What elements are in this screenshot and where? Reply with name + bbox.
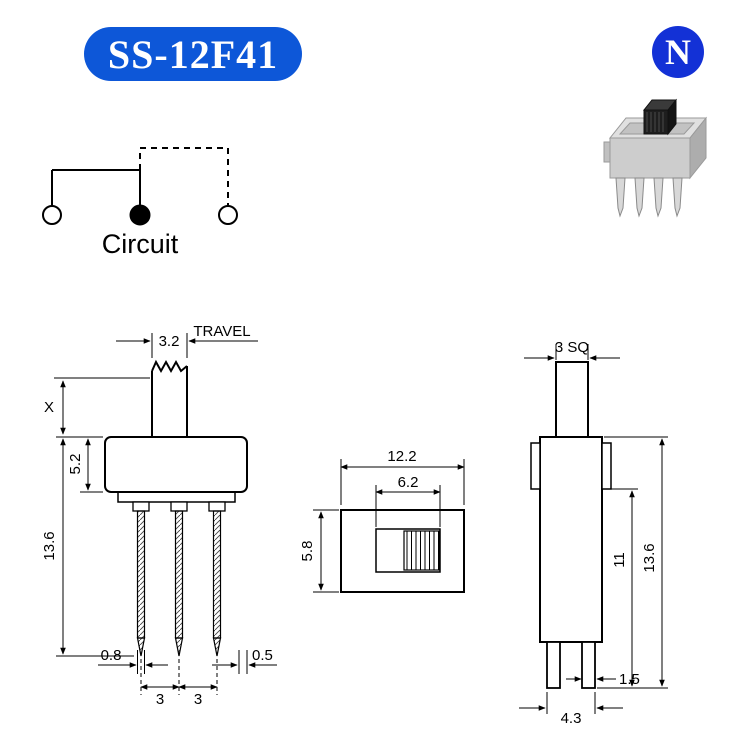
dim-actuator-size: 3 SQ [555,339,589,356]
product-photo [603,98,708,218]
front-view-outline [104,359,248,503]
actuator-break-line [151,359,188,374]
dim-leg-width: 1.5 [619,671,640,688]
pin-1 [136,510,146,639]
leg-left [546,641,561,689]
dim-slot-length: 6.2 [398,474,419,491]
pin-3 [212,510,222,639]
top-view: 12.2 6.2 5.8 [299,448,465,593]
mount-clip-right [601,442,612,490]
dim-mount-height: 11 [611,552,628,568]
brand-logo-letter: N [665,32,691,72]
model-badge: SS-12F41 [84,27,302,81]
side-view-dimensions [519,344,668,714]
switch-body-front [104,436,248,493]
dim-pin-pitch-1: 3 [156,691,164,708]
top-view-outline [340,509,465,593]
front-view-dimension-labels: 3.2 TRAVEL X 5.2 13.6 0.8 3 3 0.5 [41,323,273,708]
circuit-terminal-common [129,204,151,226]
side-view: 3 SQ 11 13.6 4.3 1.5 [519,339,668,727]
dim-length: 12.2 [387,448,416,465]
dim-body-height: 5.2 [67,454,84,475]
dim-travel-value: 3.2 [159,333,180,350]
pin-2 [174,510,184,639]
top-view-dimension-labels: 12.2 6.2 5.8 [299,448,418,561]
dim-total-height: 13.6 [41,531,58,560]
side-view-dimension-labels: 3 SQ 11 13.6 4.3 1.5 [555,339,658,727]
circuit-label: Circuit [102,229,179,259]
photo-knob-front [643,109,669,135]
switch-body-side [539,436,603,643]
photo-knob-ribs [646,112,664,132]
top-view-dimensions [313,459,465,593]
brand-logo: N [652,26,704,78]
dim-pin-thickness: 0.5 [252,647,273,664]
dim-leg-span: 4.3 [561,710,582,727]
actuator-side [555,361,589,438]
dim-side-total-height: 13.6 [641,543,658,572]
circuit-terminal-right [218,205,238,225]
leg-right [581,641,596,689]
circuit-terminal-left [42,205,62,225]
dim-travel-label: TRAVEL [193,323,250,340]
side-view-outline [530,361,612,689]
circuit-dashed-line [139,147,229,206]
switch-base-front [117,492,236,503]
photo-body-front [609,137,691,179]
dim-pin-pitch-2: 3 [194,691,202,708]
dim-pin-width: 0.8 [101,647,122,664]
front-view-dimensions [54,333,277,695]
front-view: 3.2 TRAVEL X 5.2 13.6 0.8 3 3 0.5 [41,323,277,708]
photo-body-side [689,116,707,180]
dim-x-label: X [44,399,54,416]
circuit-diagram: Circuit [42,147,238,259]
front-view-pins [132,501,226,657]
dim-width: 5.8 [299,541,316,562]
mount-clip-left [530,442,541,490]
photo-mount-tab [603,141,611,163]
model-badge-text: SS-12F41 [107,31,279,77]
photo-pins [615,177,683,218]
slider-knob-top [403,530,440,571]
